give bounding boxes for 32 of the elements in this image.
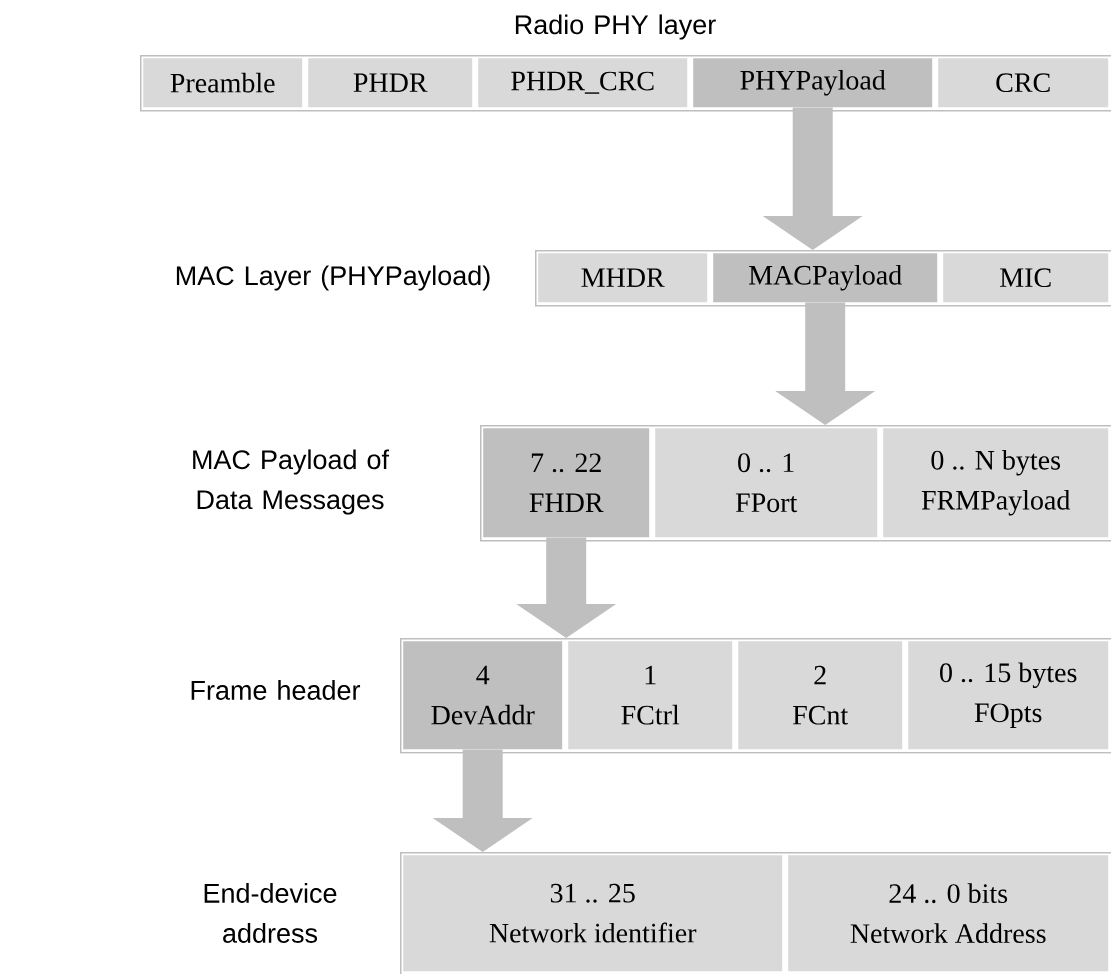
field-cell: PHDR_CRC — [478, 58, 688, 108]
arrow — [762, 107, 863, 250]
node-label: FHDR — [529, 493, 604, 512]
arrow — [432, 749, 533, 852]
node-label: MACPayload — [749, 264, 902, 291]
row-label: End-device address — [204, 883, 337, 943]
field-cell: 7 .. 22 FHDR — [483, 428, 650, 538]
field-cell: Preamble — [143, 58, 303, 108]
field-cell: 4 DevAddr — [403, 641, 563, 750]
field-cell: PHYPayload — [693, 58, 933, 108]
node-label: 7 .. 22 — [531, 453, 601, 473]
field-cell: PHDR — [308, 58, 473, 108]
field-cell: MIC — [943, 253, 1109, 303]
field-cell: 24 .. 0 bits Network Address — [788, 855, 1109, 972]
field-cell: 1 FCtrl — [568, 641, 733, 750]
field-cell: CRC — [938, 58, 1109, 108]
field-cell: 0 .. N bytes FRMPayload — [883, 428, 1109, 538]
node-label: 4 — [476, 665, 490, 685]
node-label: DevAddr — [431, 704, 535, 725]
field-cell: MHDR — [538, 253, 708, 303]
arrow — [775, 302, 876, 425]
field-cell: MACPayload — [713, 253, 938, 303]
field-cell: 2 FCnt — [738, 641, 903, 750]
row-label: Radio PHY layer — [515, 14, 716, 40]
row-label: MAC Layer (PHYPayload) — [176, 265, 490, 291]
field-cell: 31 .. 25 Network identifier — [403, 855, 783, 972]
arrow — [516, 537, 617, 638]
row-label: MAC Payload of Data Messages — [193, 449, 390, 515]
field-cell: 0 .. 1 FPort — [655, 428, 878, 538]
field-cell: 0 .. 15 bytes FOpts — [908, 641, 1109, 750]
node-label: PHYPayload — [740, 69, 886, 96]
row-label: Frame header — [191, 680, 361, 700]
